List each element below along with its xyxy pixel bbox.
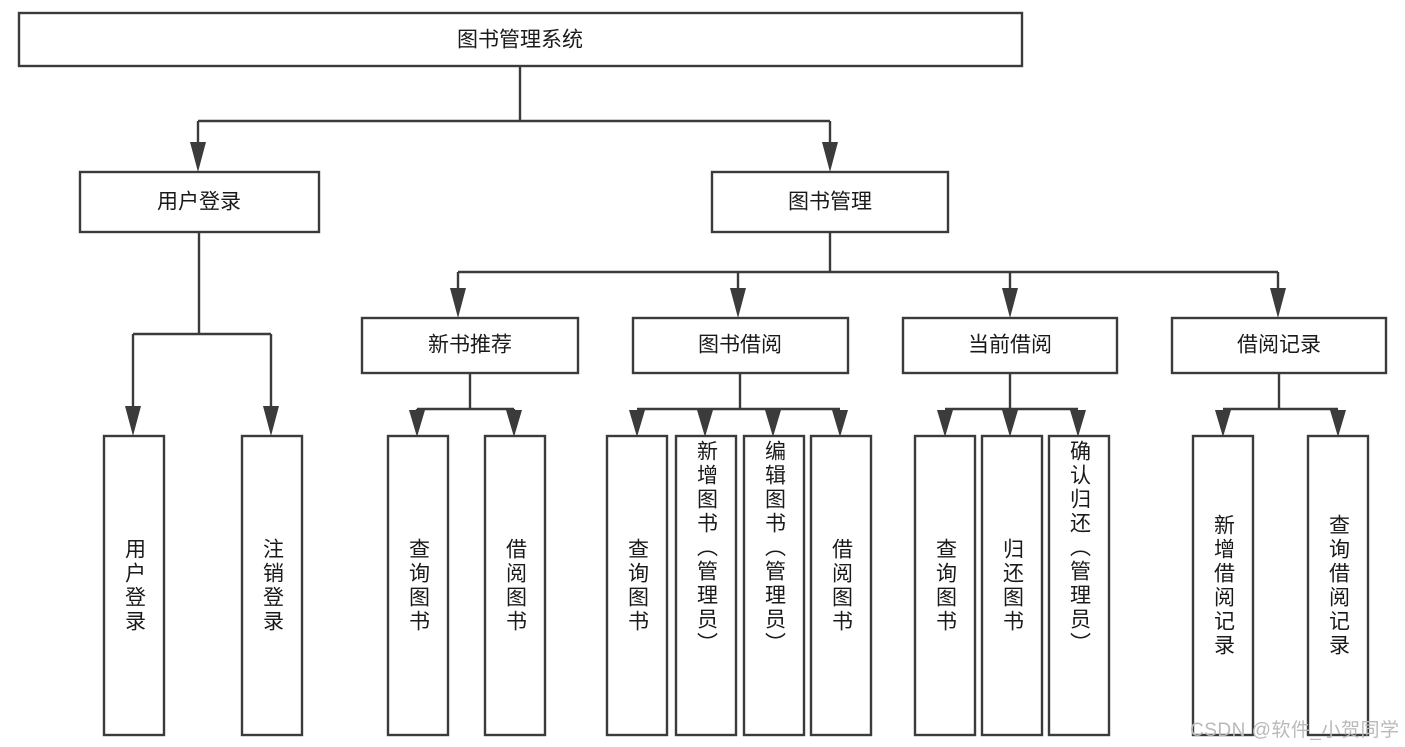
leaf-query-book-2-box[interactable] bbox=[605, 434, 669, 737]
node-borrow-record[interactable]: 借阅记录 bbox=[1170, 316, 1388, 375]
node-root-label: 图书管理系统 bbox=[457, 29, 583, 52]
leaf-query-book-1-box[interactable] bbox=[386, 434, 450, 737]
node-current-borrow-box[interactable] bbox=[901, 316, 1119, 375]
arrowhead-user-login bbox=[190, 142, 206, 172]
node-new-book-rec-label: 新书推荐 bbox=[428, 334, 512, 357]
arrowhead-leaf-user-logout bbox=[263, 406, 279, 436]
leaf-user-logout-box[interactable] bbox=[240, 434, 304, 737]
arrowhead-leaf-edit-book bbox=[765, 410, 781, 437]
leaf-query-book-3-box[interactable] bbox=[913, 434, 977, 737]
node-user-login[interactable]: 用户登录 bbox=[78, 170, 321, 234]
arrowhead-leaf-query-book-3 bbox=[937, 410, 953, 437]
arrowhead-leaf-add-book bbox=[697, 410, 713, 437]
node-user-login-label: 用户登录 bbox=[157, 191, 241, 214]
arrowhead-leaf-query-book-2 bbox=[629, 410, 645, 437]
node-root[interactable]: 图书管理系统 bbox=[17, 11, 1024, 68]
leaf-query-record-box[interactable] bbox=[1306, 434, 1370, 737]
node-current-borrow[interactable]: 当前借阅 bbox=[901, 316, 1119, 375]
leaf-edit-book-box[interactable] bbox=[742, 434, 806, 737]
csdn-watermark: CSDN @软件_小贺同学 bbox=[1190, 720, 1400, 741]
arrowhead-leaf-confirm-return bbox=[1070, 410, 1086, 437]
leaf-return-book-box[interactable] bbox=[980, 434, 1044, 737]
node-book-manage-label: 图书管理 bbox=[788, 191, 872, 214]
leaf-add-record-box[interactable] bbox=[1191, 434, 1255, 737]
node-book-manage[interactable]: 图书管理 bbox=[710, 170, 950, 234]
node-root-box[interactable] bbox=[17, 11, 1024, 68]
leaf-borrow-book-2-box[interactable] bbox=[809, 434, 873, 737]
node-borrow-record-label: 借阅记录 bbox=[1237, 334, 1321, 357]
arrowhead-leaf-borrow-book-1 bbox=[506, 410, 522, 437]
node-book-borrow-label: 图书借阅 bbox=[698, 334, 782, 357]
arrowhead-new-book-rec bbox=[450, 288, 466, 318]
node-borrow-record-box[interactable] bbox=[1170, 316, 1388, 375]
arrowhead-leaf-add-record bbox=[1215, 410, 1231, 437]
leaf-confirm-return-box[interactable] bbox=[1047, 434, 1111, 737]
arrowhead-leaf-user-login bbox=[125, 406, 141, 436]
arrowhead-book-borrow bbox=[730, 288, 746, 318]
leaf-borrow-book-1-box[interactable] bbox=[483, 434, 547, 737]
leaf-user-login-box[interactable] bbox=[102, 434, 166, 737]
node-book-borrow[interactable]: 图书借阅 bbox=[631, 316, 850, 375]
node-book-manage-box[interactable] bbox=[710, 170, 950, 234]
arrowhead-book-manage bbox=[822, 142, 838, 172]
arrowhead-leaf-return-book bbox=[1002, 410, 1018, 437]
node-new-book-rec-box[interactable] bbox=[360, 316, 580, 375]
arrowhead-borrow-record bbox=[1270, 288, 1286, 318]
arrowhead-leaf-query-book-1 bbox=[409, 410, 425, 437]
node-new-book-rec[interactable]: 新书推荐 bbox=[360, 316, 580, 375]
arrowhead-leaf-query-record bbox=[1330, 410, 1346, 437]
node-current-borrow-label: 当前借阅 bbox=[968, 334, 1052, 357]
arrowhead-current-borrow bbox=[1002, 288, 1018, 318]
leaf-add-book-box[interactable] bbox=[674, 434, 738, 737]
node-book-borrow-box[interactable] bbox=[631, 316, 850, 375]
arrowhead-leaf-borrow-book-2 bbox=[832, 410, 848, 437]
